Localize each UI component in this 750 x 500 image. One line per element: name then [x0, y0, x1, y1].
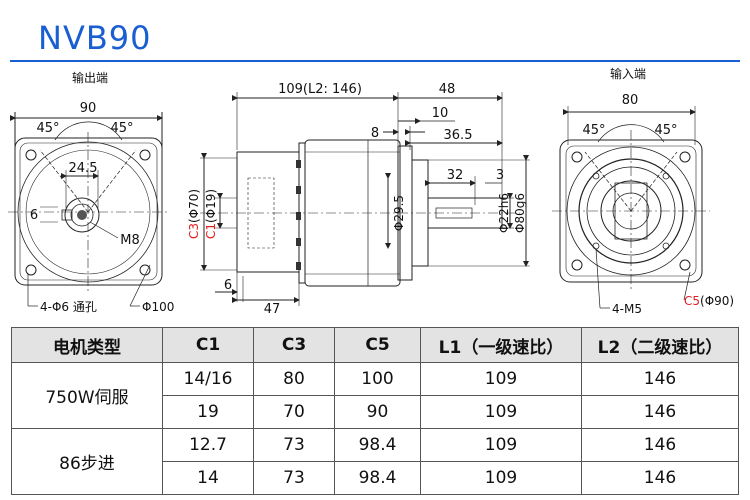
- cell-c3: 73: [253, 428, 335, 462]
- svg-text:C3(Φ70): C3(Φ70): [187, 189, 201, 239]
- side-view: 109(L2: 146) 48 10 8 36.5 32 3: [187, 82, 530, 317]
- side-c1-label: C1: [204, 223, 218, 239]
- header-l2: L2（二级速比）: [581, 327, 739, 363]
- input-angle-right: 45°: [654, 123, 677, 138]
- input-c5-value: (Φ90): [700, 294, 734, 308]
- output-thread-label: M8: [120, 233, 140, 248]
- cell-l1: 109: [420, 395, 582, 429]
- technical-drawing: 输出端 90 45° 45°: [8, 66, 734, 317]
- output-key-height-dim: 6: [30, 208, 38, 223]
- side-dim-22h6: Φ22h6: [497, 193, 511, 233]
- output-width-dim: 90: [80, 101, 97, 116]
- cell-c1: 19: [162, 395, 254, 429]
- table-row: 19 70 90 109 146: [12, 395, 739, 429]
- side-total-length-dim: 109(L2: 146): [278, 82, 362, 97]
- output-pcd-label: Φ100: [142, 300, 174, 314]
- side-dim-8: 8: [371, 126, 379, 141]
- svg-text:C5(Φ90): C5(Φ90): [684, 294, 734, 308]
- page-title: NVB90: [38, 19, 152, 57]
- output-hole-tr: [139, 149, 151, 161]
- output-end-label: 输出端: [72, 70, 108, 85]
- output-hole-bl: [25, 264, 37, 276]
- header-c3: C3: [253, 327, 335, 363]
- table-row: 14 73 98.4 109 146: [12, 461, 739, 495]
- spec-table: 电机类型 C1 C3 C5 L1（一级速比） L2（二级速比） 750W伺服 1…: [11, 327, 739, 495]
- output-end-view: 输出端 90 45° 45°: [8, 70, 174, 314]
- side-c3-value: (Φ70): [187, 189, 201, 223]
- cell-l2: 146: [581, 461, 739, 495]
- side-dim-36-5: 36.5: [444, 128, 473, 143]
- side-adaptor-body: [236, 151, 300, 273]
- cell-l1: 109: [420, 461, 582, 495]
- input-end-view: 输入端 80 45° 45°: [552, 66, 734, 316]
- output-shaft-circle: [64, 197, 100, 233]
- cell-l2: 146: [581, 395, 739, 429]
- cell-c3: 73: [253, 461, 335, 495]
- cell-c3: 70: [253, 395, 335, 429]
- cell-c5: 90: [334, 395, 421, 429]
- cell-c5: 98.4: [334, 428, 421, 462]
- table-row: 750W伺服 14/16 80 100 109 146: [11, 362, 739, 429]
- input-hole-tr: [679, 151, 691, 163]
- input-hole-tl: [571, 151, 583, 163]
- output-angle-right: 45°: [110, 121, 133, 136]
- cell-c1: 12.7: [162, 428, 254, 462]
- header-l1: L1（一级速比）: [420, 327, 582, 363]
- output-angle-left: 45°: [36, 121, 59, 136]
- side-dim-80g6: Φ80g6: [513, 193, 527, 233]
- cell-c3: 80: [253, 362, 335, 396]
- header-c5: C5: [334, 327, 421, 363]
- row-motor-type: 750W伺服: [11, 362, 163, 429]
- header-motor-type: 电机类型: [11, 327, 163, 363]
- output-holes-label: 4-Φ6 通孔: [40, 300, 97, 314]
- side-c3-label: C3: [187, 223, 201, 239]
- cell-c5: 100: [334, 362, 421, 396]
- cell-l1: 109: [420, 428, 582, 462]
- title-underline: [10, 60, 740, 62]
- side-dim-10: 10: [432, 106, 449, 121]
- side-dim-47: 47: [264, 302, 281, 317]
- table-row: 86步进 12.7 73 98.4 109 146: [11, 428, 739, 495]
- cell-c1: 14: [162, 461, 254, 495]
- input-holes-label: 4-M5: [612, 302, 642, 316]
- cell-l2: 146: [581, 362, 739, 396]
- side-dim-3: 3: [496, 168, 504, 183]
- row-motor-type: 86步进: [11, 428, 163, 495]
- output-flange-outline: [14, 137, 163, 286]
- spec-table-header-row: 电机类型 C1 C3 C5 L1（一级速比） L2（二级速比）: [11, 327, 739, 363]
- input-hole-bl: [571, 259, 583, 271]
- input-angle-left: 45°: [582, 123, 605, 138]
- side-shaft-dia: Φ29.5: [392, 195, 406, 231]
- side-dim-6: 6: [224, 278, 232, 293]
- svg-text:C1(Φ19): C1(Φ19): [204, 189, 218, 239]
- header-c1: C1: [162, 327, 254, 363]
- cell-c5: 98.4: [334, 461, 421, 495]
- input-c5-label: C5: [684, 294, 700, 308]
- cell-l2: 146: [581, 428, 739, 462]
- output-hole-br: [139, 264, 151, 276]
- cell-c1: 14/16: [162, 362, 254, 396]
- output-hole-tl: [25, 149, 37, 161]
- input-hole-br: [679, 259, 691, 271]
- cell-l1: 109: [420, 362, 582, 396]
- input-end-label: 输入端: [610, 66, 646, 81]
- output-key-width-dim: 24.5: [69, 161, 98, 176]
- side-dim-32: 32: [447, 168, 464, 183]
- input-width-dim: 80: [622, 93, 639, 108]
- side-shaft-length-dim: 48: [439, 82, 456, 97]
- side-c1-value: (Φ19): [204, 189, 218, 223]
